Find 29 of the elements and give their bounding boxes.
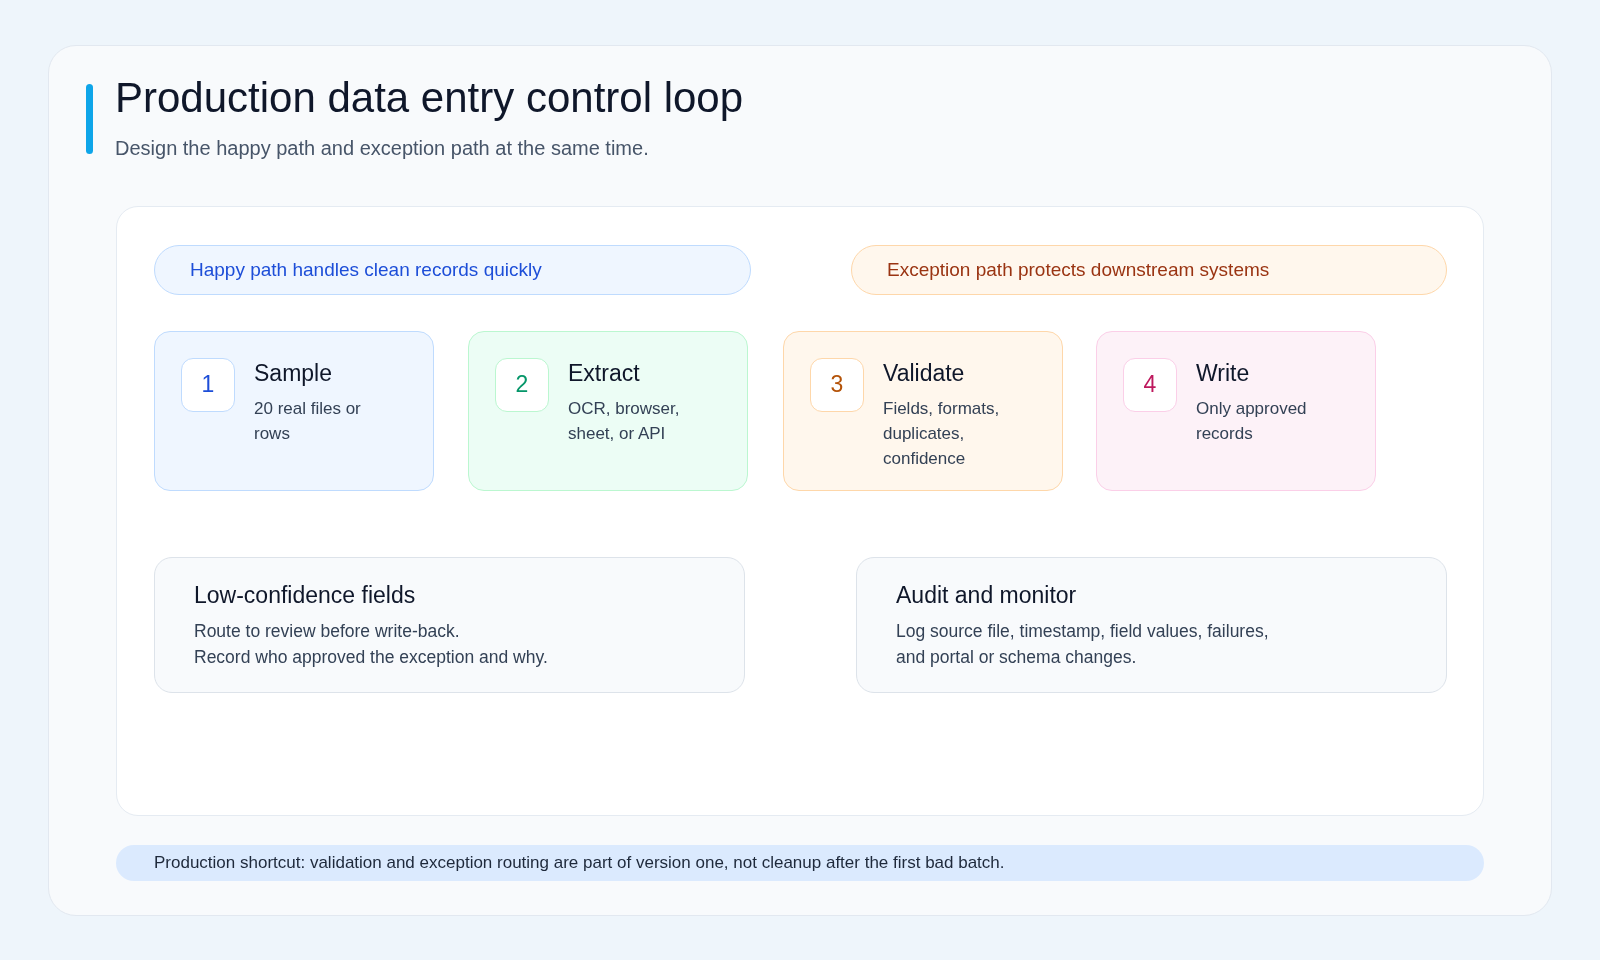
step-description: Only approved records — [1196, 398, 1308, 445]
step-description: OCR, browser, sheet, or API — [568, 398, 681, 445]
step-number: 1 — [181, 358, 235, 412]
step-title: Validate — [883, 359, 966, 388]
path-banner: Exception path protects downstream systems — [851, 245, 1447, 295]
step-card — [1096, 331, 1376, 491]
step-title: Extract — [568, 359, 641, 388]
step-card — [154, 331, 434, 491]
note-card — [154, 557, 745, 693]
note-text: Log source file, timestamp, field values, failures, and portal or schema changes. — [896, 620, 1270, 669]
note-text: Route to review before write-back. — [194, 620, 461, 643]
path-banner: Happy path handles clean records quickly — [154, 245, 751, 295]
subtitle: Design the happy path and exception path at the same time. — [115, 136, 649, 160]
step-card — [783, 331, 1063, 491]
note-card — [856, 557, 1447, 693]
note-title: Audit and monitor — [896, 581, 1078, 610]
step-description: Fields, formats, duplicates, confidence — [883, 398, 1001, 470]
step-title: Sample — [254, 359, 333, 388]
step-number: 4 — [1123, 358, 1177, 412]
diagram-title: Production data entry control loop — [115, 73, 744, 123]
step-number: 2 — [495, 358, 549, 412]
note-title: Low-confidence fields — [194, 581, 417, 610]
step-title: Write — [1196, 359, 1251, 388]
note-text: Record who approved the exception and why. — [194, 646, 549, 669]
step-number: 3 — [810, 358, 864, 412]
step-description: 20 real files or rows — [254, 398, 362, 445]
step-card — [468, 331, 748, 491]
content-panel — [116, 206, 1484, 816]
footer-banner: Production shortcut: validation and exception routing are part of version one, not cleanup after the first bad batch. — [116, 845, 1484, 881]
